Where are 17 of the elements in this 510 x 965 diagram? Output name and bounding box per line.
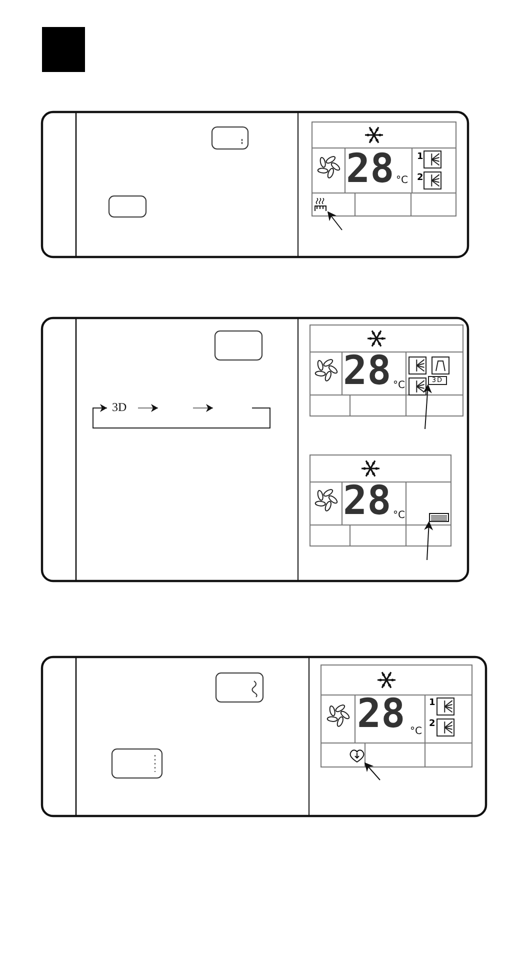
temperature-readout: 28 [343, 481, 392, 521]
pointer-arrow [422, 384, 432, 430]
icon-number: 1 [417, 153, 424, 162]
unit-label: °C [393, 511, 405, 521]
temperature-readout: 28 [343, 351, 392, 391]
unit-label: °C [410, 727, 422, 737]
temperature-readout: 28 [346, 149, 394, 189]
mode-label: 3D [112, 401, 127, 413]
pointer-arrow [364, 762, 380, 780]
icon-number: 2 [417, 174, 424, 183]
temperature-readout: 28 [357, 694, 406, 734]
pointer-arrow [424, 521, 434, 560]
unit-label: °C [396, 176, 408, 186]
pointer-arrow [327, 211, 342, 230]
icon-number: 1 [429, 699, 436, 708]
icon-number: 2 [429, 720, 436, 729]
unit-label: °C [393, 381, 405, 391]
